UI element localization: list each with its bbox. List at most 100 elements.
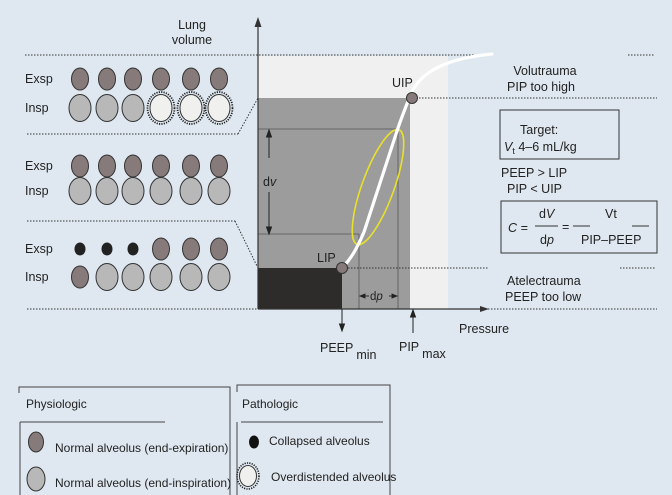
legend-overdistended-label: Overdistended alveolus — [271, 470, 396, 484]
row-1-insp-alveolus-overdistended-halo — [176, 91, 206, 125]
dp-label: dp — [370, 291, 383, 303]
dv-label: dv — [263, 175, 277, 189]
row-1-insp-alveolus-overdistended-halo — [204, 91, 234, 125]
row-2-exp-alveolus-normal-exp — [152, 154, 170, 178]
peep-too-low-label: PEEP too low — [505, 290, 582, 304]
formula-denominator: PIP–PEEP — [581, 233, 641, 247]
legend-normal-insp-swatch — [26, 466, 46, 492]
legend-collapsed-swatch — [249, 435, 259, 449]
row-2-insp-alveolus-normal-insp — [68, 177, 92, 205]
legend-normal-insp-label: Normal alveolus (end-inspiration) — [55, 476, 231, 490]
legend-physiologic: Physiologic Normal alveolus (end-expirat… — [18, 386, 231, 495]
pip-main: PIP — [399, 340, 419, 354]
row-3-exp-alveolus-normal-exp — [152, 237, 170, 261]
legend-physiologic-title: Physiologic — [26, 397, 87, 411]
formula-dp-d: d — [540, 233, 547, 247]
dv-arrow — [265, 128, 273, 236]
formula-eq: = — [562, 220, 569, 234]
uip-point — [406, 92, 418, 104]
zone-separators — [25, 54, 657, 310]
row-1-insp-alveolus-overdistended — [179, 94, 203, 122]
tidal-volume-box — [258, 128, 399, 309]
y-axis-label-line2: volume — [172, 33, 212, 47]
row-2-insp-alveolus-normal-insp — [207, 177, 231, 205]
target-value: Vt 4–6 mL/kg — [504, 140, 577, 156]
row-1-exp-alveolus-normal-exp — [124, 67, 142, 91]
legend-pathologic-title: Pathologic — [242, 397, 298, 411]
pip-max-arrow — [409, 308, 417, 333]
lip-point — [336, 262, 348, 274]
legend-pathologic: Pathologic Collapsed alveolus Overdisten… — [236, 384, 396, 495]
formula-c: C = — [508, 221, 528, 235]
dp-arrow — [358, 293, 399, 299]
legend-collapsed-label: Collapsed alveolus — [269, 434, 370, 448]
dp-p: p — [375, 291, 383, 303]
compliance-formula-box — [500, 200, 658, 254]
atelectrauma-label: Atelectrauma — [507, 274, 581, 288]
row-3-insp-alveolus-normal-insp — [179, 263, 203, 291]
row-1-exp-label: Exsp — [25, 72, 53, 86]
row-1-insp-label: Insp — [25, 101, 49, 115]
legend-pathologic-frame — [236, 384, 391, 495]
formula-dp-p: p — [546, 233, 554, 247]
y-axis — [254, 17, 262, 309]
row-1-insp-alveolus-overdistended — [149, 94, 173, 122]
formula-dv-v: V — [546, 207, 556, 221]
legend-overdistended-swatch — [239, 465, 257, 487]
row-3-exp-alveolus-collapsed — [74, 242, 86, 256]
formula-vt: Vt — [605, 207, 617, 221]
vt-symbol: V — [504, 140, 514, 154]
row-1-insp-alveolus-overdistended-halo — [146, 91, 176, 125]
row-2-insp-alveolus-normal-insp — [121, 177, 145, 205]
atelectasis-zone — [258, 268, 342, 309]
row-1-insp-alveolus-normal-insp — [95, 94, 119, 122]
row-1-insp-alveolus-normal-insp — [121, 94, 145, 122]
vt-subscript: t — [512, 146, 515, 156]
pip-too-high-label: PIP too high — [507, 80, 575, 94]
peep-sub: min — [356, 348, 376, 362]
target-range: 4–6 mL/kg — [515, 140, 577, 154]
row-1-exp-alveolus-normal-exp — [71, 67, 89, 91]
row-1-insp-alveolus-overdistended — [207, 94, 231, 122]
formula-dv: dV — [539, 207, 556, 221]
row-2-insp-alveolus-normal-insp — [95, 177, 119, 205]
compliance-formula: C = dV dp = Vt PIP–PEEP — [508, 207, 649, 247]
peep-min-arrow — [338, 309, 346, 333]
row-1-exp-alveolus-normal-exp — [98, 67, 116, 91]
row-3-insp-alveolus-normal-insp — [207, 263, 231, 291]
dv-d: d — [263, 175, 270, 189]
row-3-insp-label: Insp — [25, 270, 49, 284]
row-2-insp-alveolus-normal-insp — [149, 177, 173, 205]
row-3-exp-alveolus-normal-exp — [182, 237, 200, 261]
row-3-insp-alveolus-normal-exp — [71, 265, 89, 289]
row-3-insp-alveolus-normal-insp — [149, 263, 173, 291]
row-3-insp-alveolus-normal-insp — [121, 263, 145, 291]
row-3-exp-alveolus-collapsed — [127, 242, 139, 256]
uip-label: UIP — [392, 76, 413, 90]
row-3-insp-alveolus-normal-insp — [95, 263, 119, 291]
formula-dp: dp — [540, 233, 554, 247]
row-1-exp-alveolus-normal-exp — [182, 67, 200, 91]
row-2-exp-alveolus-normal-exp — [71, 154, 89, 178]
target-box — [499, 109, 620, 160]
row-3-exp-label: Exsp — [25, 242, 53, 256]
row-1-exp-alveolus-normal-exp — [152, 67, 170, 91]
volutrauma-label: Volutrauma — [513, 64, 576, 78]
row-3-exp-alveolus-normal-exp — [210, 237, 228, 261]
y-axis-label-line1: Lung — [178, 18, 206, 32]
row-2-insp-alveolus-normal-insp — [179, 177, 203, 205]
row-2-exp-alveolus-normal-exp — [182, 154, 200, 178]
dv-v: v — [270, 175, 277, 189]
target-label: Target: — [520, 123, 558, 137]
row-1-insp-alveolus-normal-insp — [68, 94, 92, 122]
row-2-exp-alveolus-normal-exp — [98, 154, 116, 178]
row-2-exp-label: Exsp — [25, 159, 53, 173]
formula-dv-d: d — [539, 207, 546, 221]
row-2-exp-alveolus-normal-exp — [210, 154, 228, 178]
rule-pip-lt-uip: PIP < UIP — [507, 182, 562, 196]
lip-label: LIP — [317, 251, 336, 265]
row-2-exp-alveolus-normal-exp — [124, 154, 142, 178]
